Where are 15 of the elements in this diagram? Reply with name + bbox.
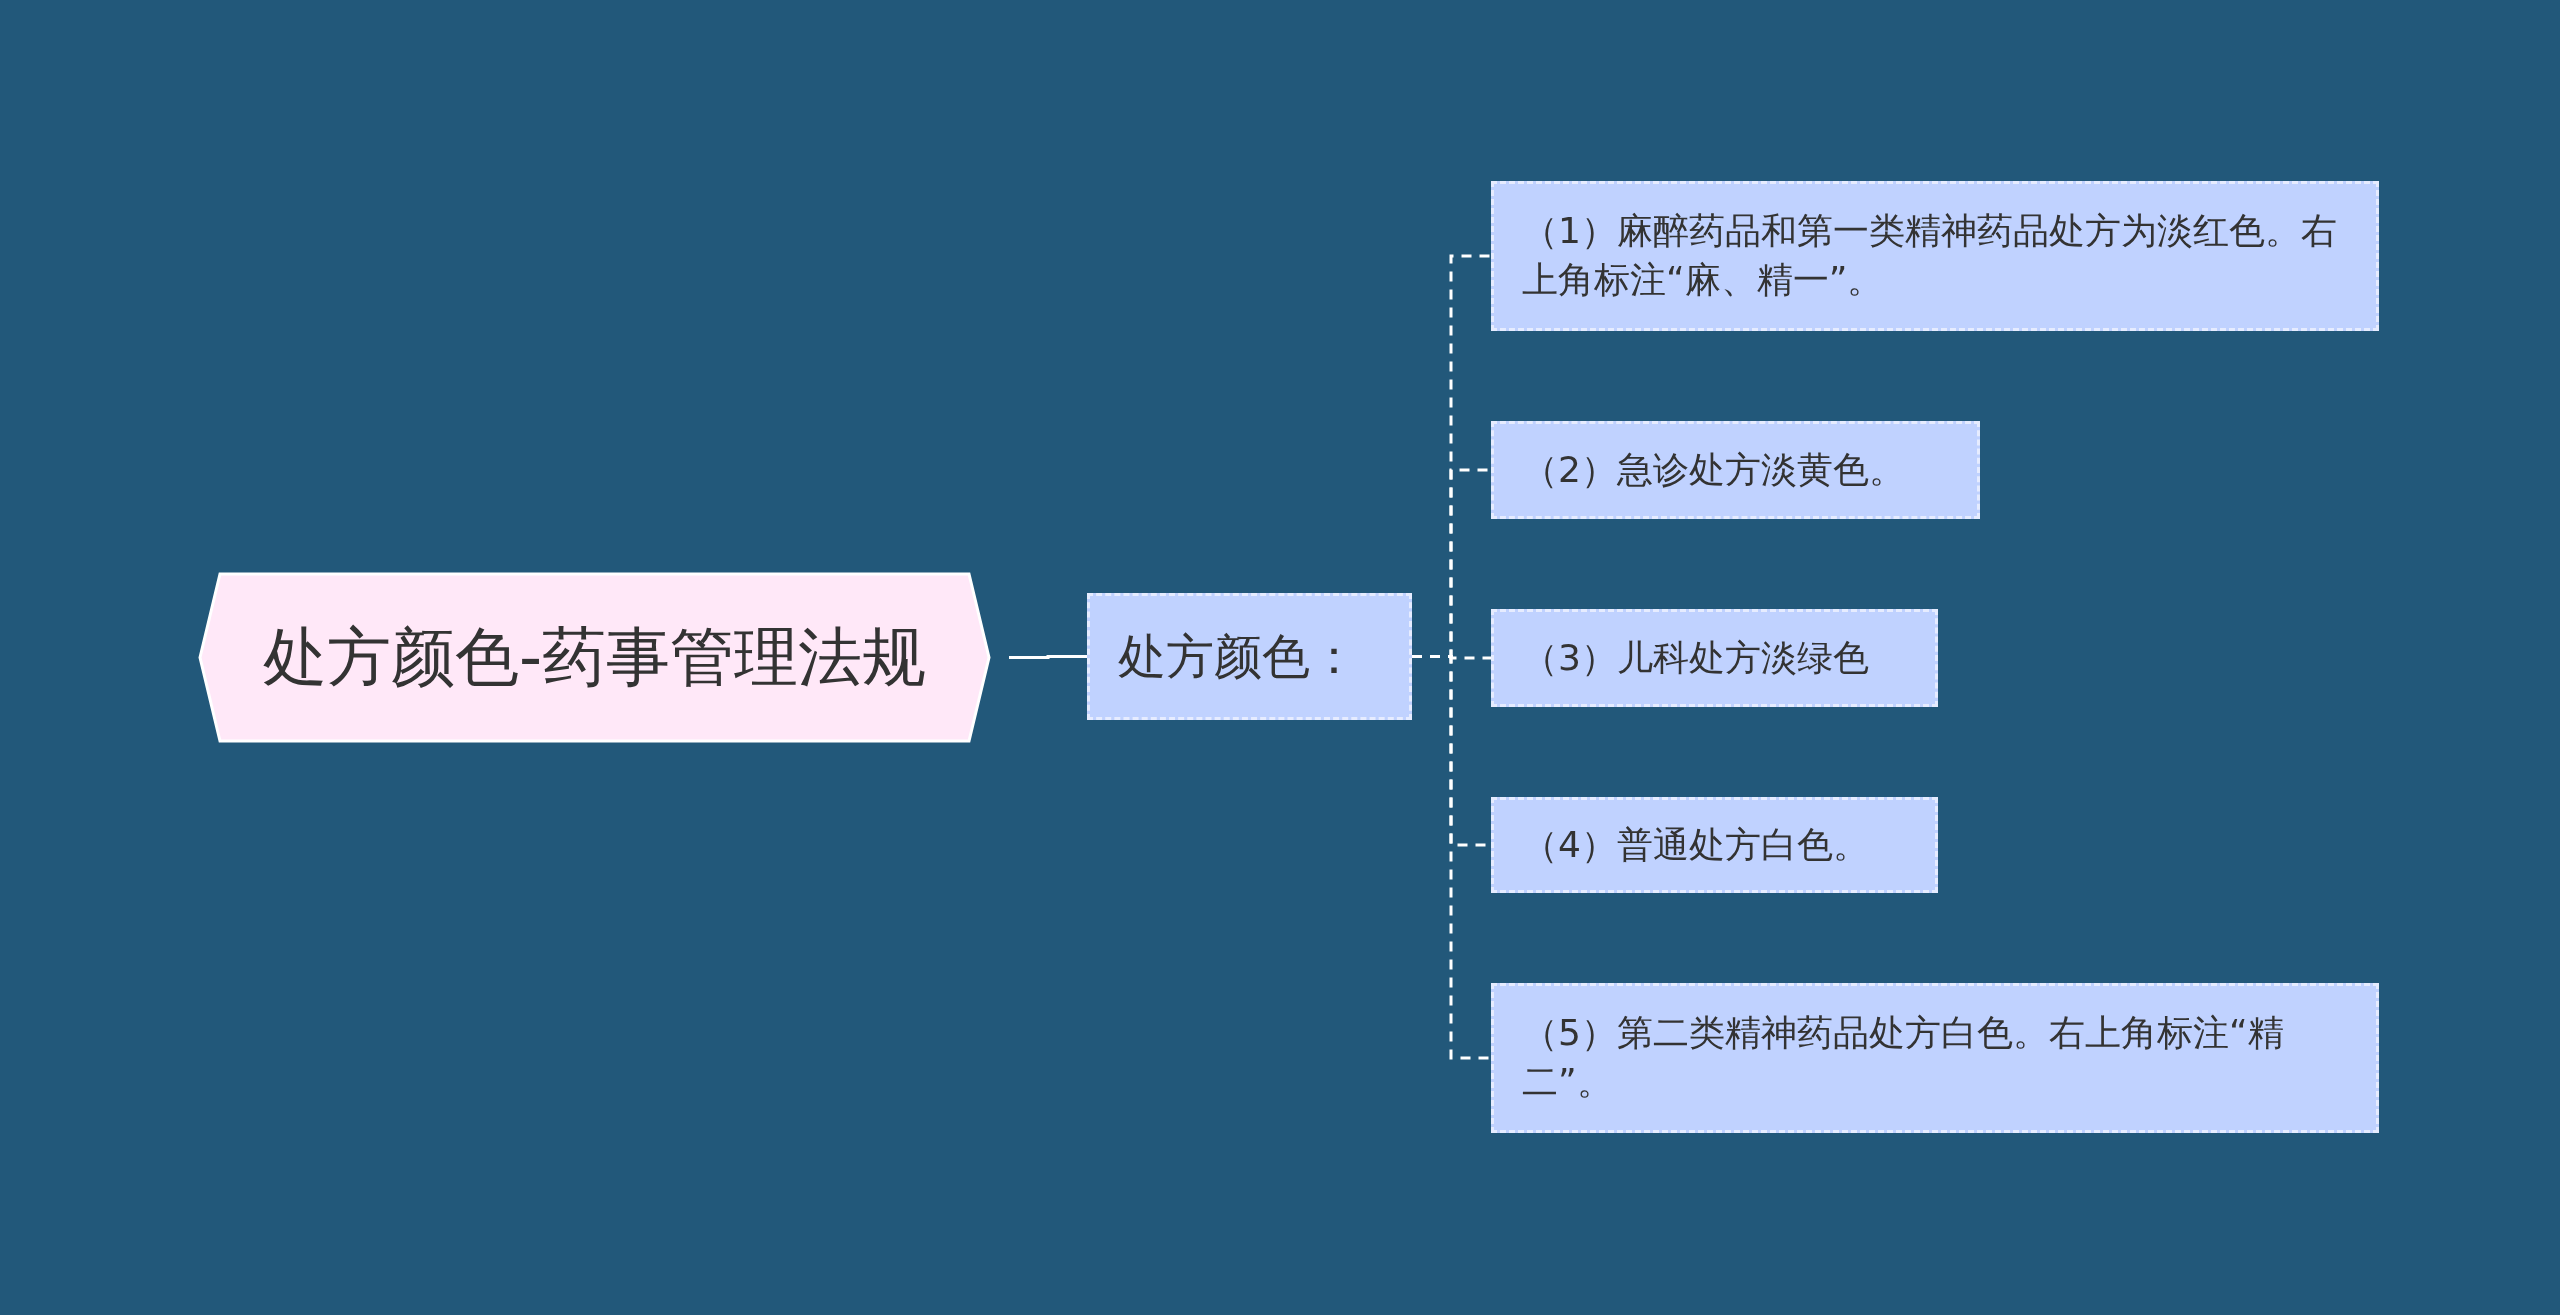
connector (1009, 655, 1087, 659)
topic-box (1491, 983, 2379, 1133)
topic-box (1491, 609, 1938, 707)
topic-box (1491, 181, 2379, 331)
topic-box (1491, 421, 1980, 519)
topic-text: （3）儿科处方淡绿色 (1522, 635, 1869, 680)
connector (1412, 655, 1491, 1060)
topic-text: 处方颜色-药事管理法规 (262, 619, 927, 696)
topic-text: （1）麻醉药品和第一类精神药品处方为淡红色。右上角标注“麻、精一”。 (1522, 209, 2338, 302)
topic-text: （2）急诊处方淡黄色。 (1522, 447, 1905, 492)
topic-text: 处方颜色： (1118, 626, 1358, 686)
topic-text: （4）普通处方白色。 (1522, 822, 1869, 867)
topic-text: （5）第二类精神药品处方白色。右上角标注“精二”。 (1522, 1011, 2285, 1104)
topic-box (1087, 593, 1412, 720)
topic-box (1491, 797, 1938, 893)
